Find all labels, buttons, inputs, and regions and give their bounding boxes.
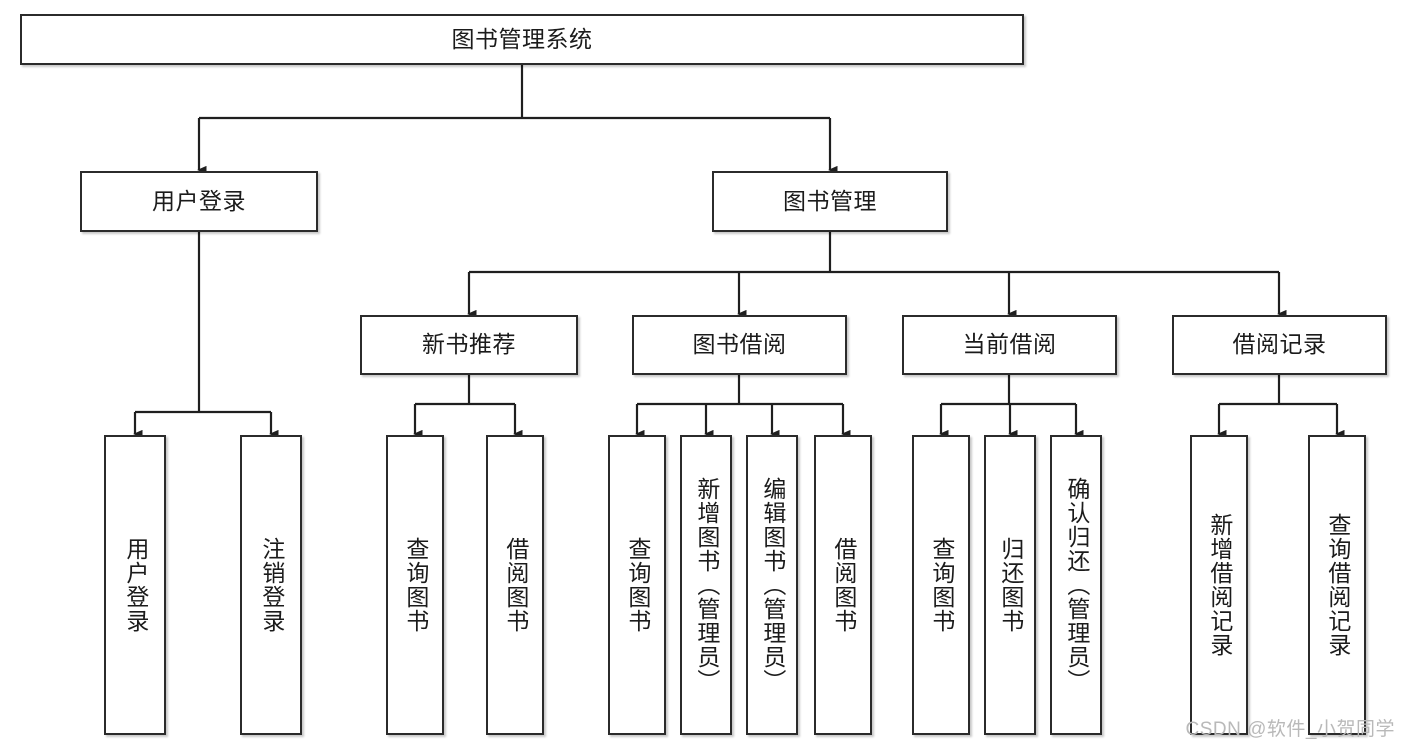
node-book-borrowing[interactable]: 图书借阅 [632, 315, 847, 375]
node-current-borrowing[interactable]: 当前借阅 [902, 315, 1117, 375]
node-leaf-borrow-book-a[interactable]: 借阅图书 [486, 435, 544, 735]
node-label: 当前借阅 [962, 331, 1057, 358]
node-label: 借阅记录 [1232, 331, 1327, 358]
node-label: 借阅图书 [502, 537, 529, 633]
node-label: 新增借阅记录 [1206, 513, 1233, 657]
node-label: 查询图书 [928, 537, 955, 633]
node-root[interactable]: 图书管理系统 [20, 14, 1024, 65]
node-new-book-recommendation[interactable]: 新书推荐 [360, 315, 578, 375]
node-leaf-return-book[interactable]: 归还图书 [984, 435, 1036, 735]
node-leaf-add-book-admin[interactable]: 新增图书（管理员） [680, 435, 732, 735]
node-borrowing-records[interactable]: 借阅记录 [1172, 315, 1387, 375]
node-label: 用户登录 [152, 187, 246, 214]
node-leaf-user-login[interactable]: 用户登录 [104, 435, 166, 735]
node-leaf-query-book-b[interactable]: 查询图书 [608, 435, 666, 735]
node-leaf-query-borrow-record[interactable]: 查询借阅记录 [1308, 435, 1366, 735]
node-label: 查询借阅记录 [1324, 513, 1351, 657]
watermark: CSDN @软件_小贺同学 [1185, 719, 1395, 740]
node-leaf-confirm-return-admin[interactable]: 确认归还（管理员） [1050, 435, 1102, 735]
node-leaf-borrow-book-b[interactable]: 借阅图书 [814, 435, 872, 735]
node-label: 编辑图书（管理员） [759, 477, 786, 693]
node-label: 新增图书（管理员） [693, 477, 720, 693]
node-leaf-query-book-a[interactable]: 查询图书 [386, 435, 444, 735]
node-label: 查询图书 [402, 537, 429, 633]
node-leaf-edit-book-admin[interactable]: 编辑图书（管理员） [746, 435, 798, 735]
node-leaf-logout[interactable]: 注销登录 [240, 435, 302, 735]
node-label: 归还图书 [997, 537, 1024, 633]
node-label: 图书借阅 [692, 331, 787, 358]
node-leaf-query-book-c[interactable]: 查询图书 [912, 435, 970, 735]
node-leaf-add-borrow-record[interactable]: 新增借阅记录 [1190, 435, 1248, 735]
node-label: 用户登录 [122, 537, 149, 633]
node-label: 查询图书 [624, 537, 651, 633]
node-book-management[interactable]: 图书管理 [712, 171, 948, 232]
node-label: 新书推荐 [422, 331, 516, 358]
node-label: 图书管理系统 [451, 25, 593, 52]
node-label: 确认归还（管理员） [1063, 477, 1090, 693]
node-user-login[interactable]: 用户登录 [80, 171, 318, 232]
node-label: 借阅图书 [830, 537, 857, 633]
node-label: 图书管理 [783, 187, 877, 214]
node-label: 注销登录 [258, 537, 285, 633]
